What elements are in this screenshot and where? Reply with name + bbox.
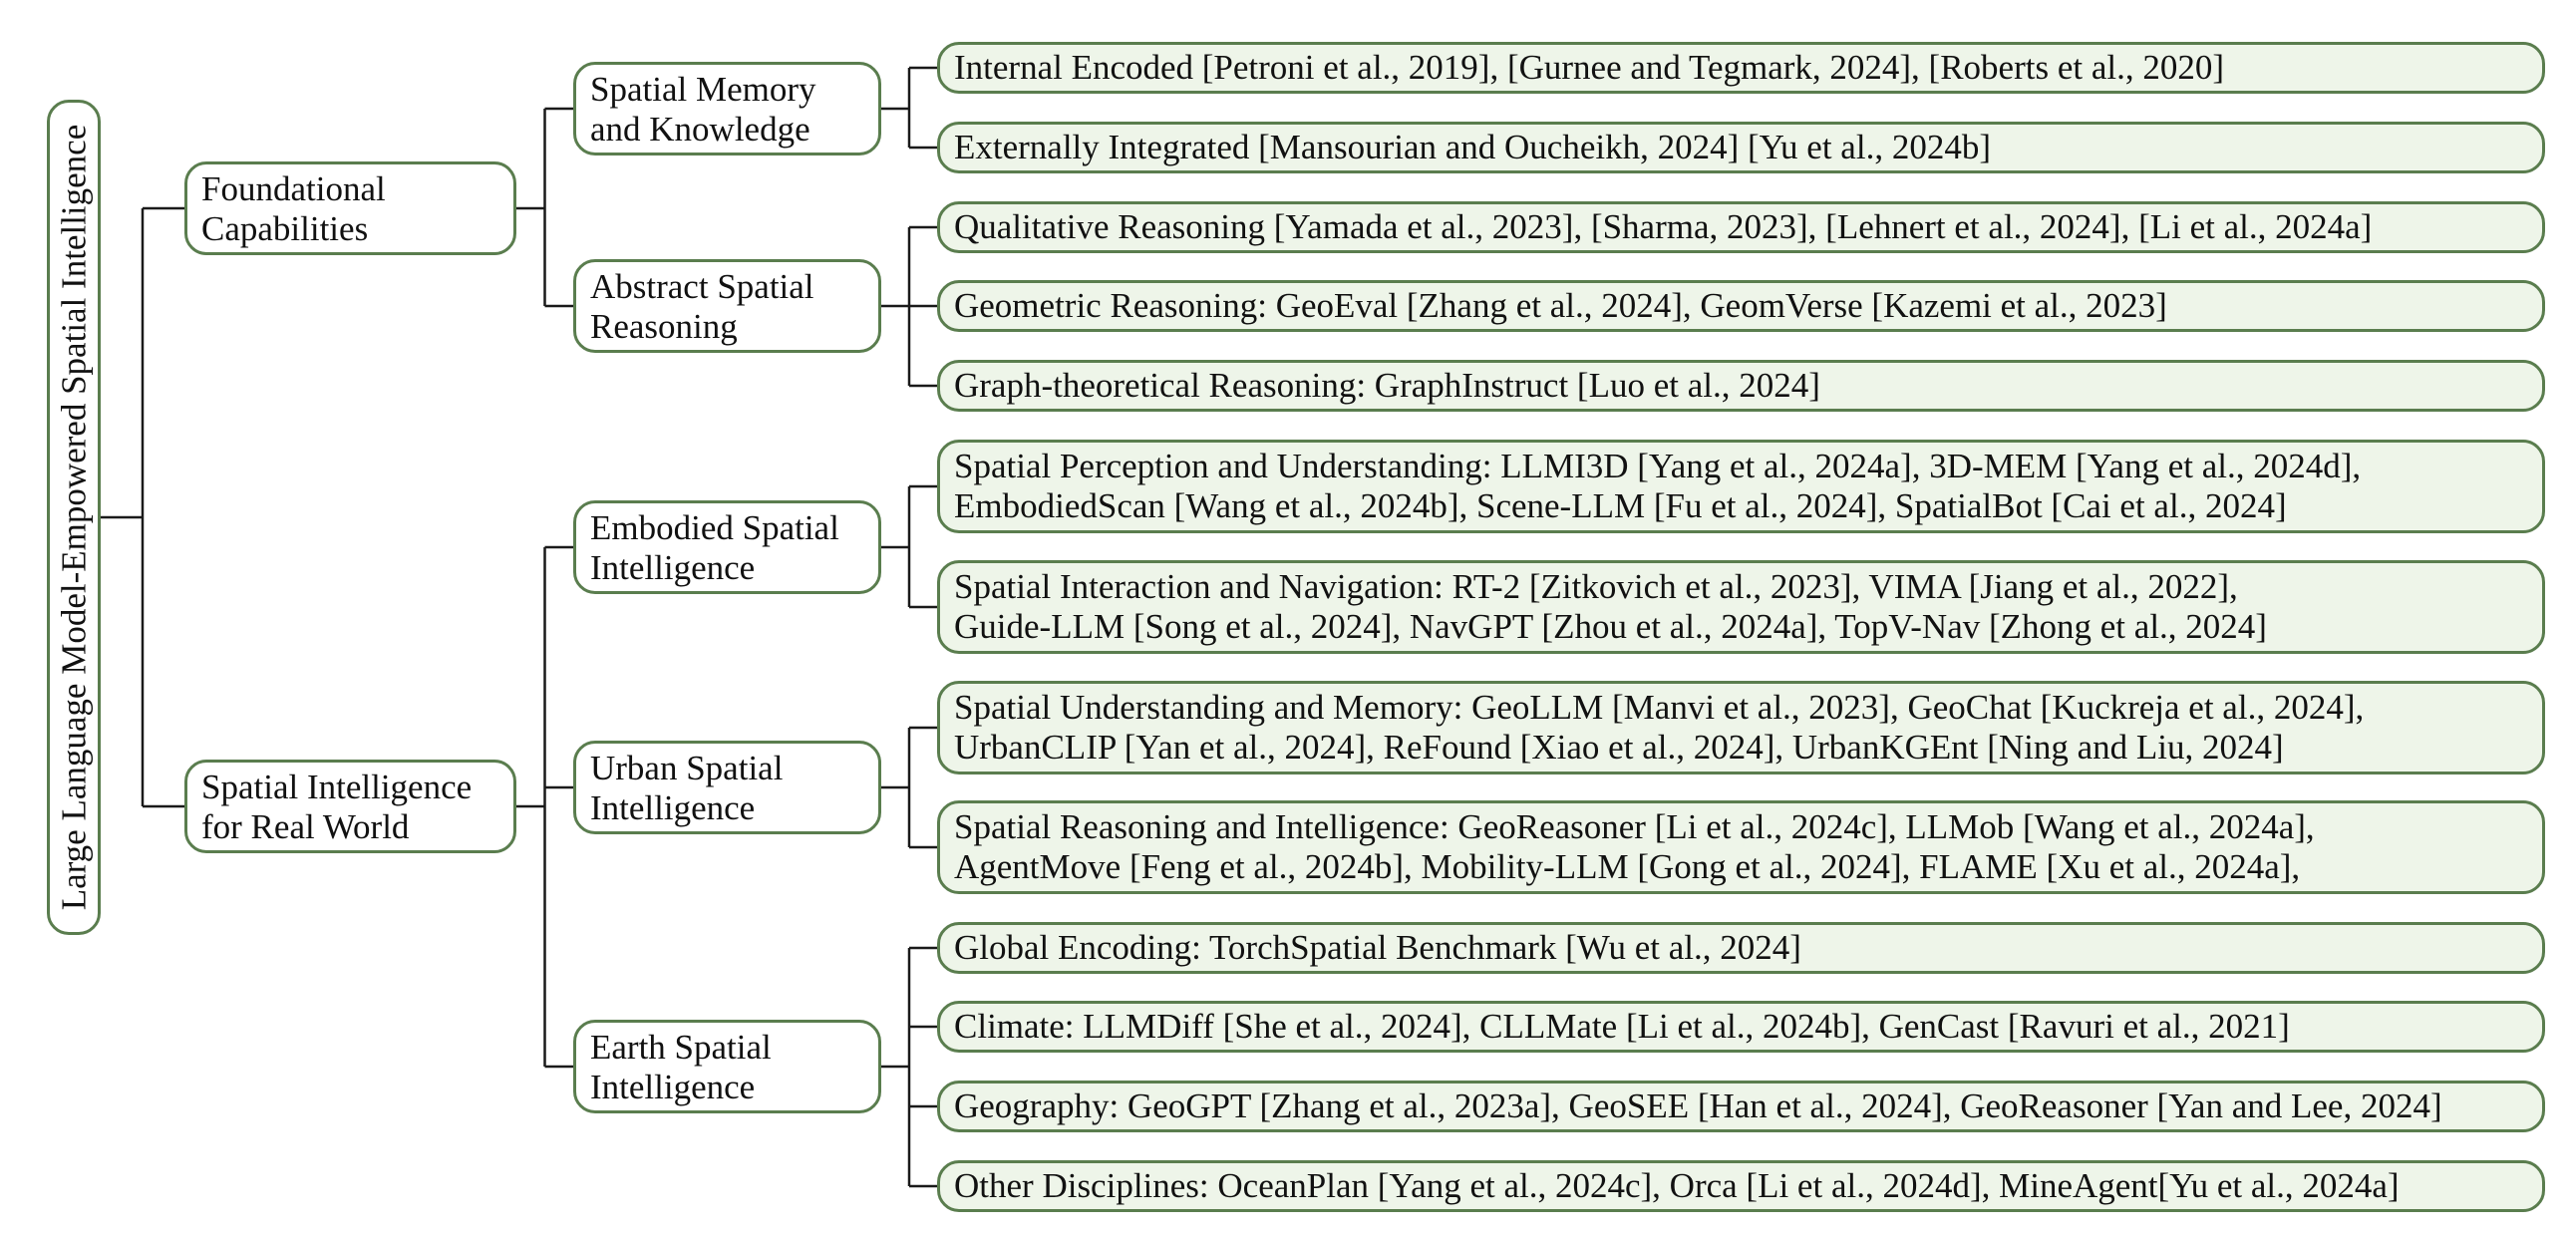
leaf-text-line: Spatial Reasoning and Intelligence: GeoR… [954, 807, 2315, 846]
category-line: for Real World [201, 807, 410, 846]
leaf-qualitative-reasoning: Qualitative Reasoning [Yamada et al., 20… [937, 201, 2545, 253]
leaf-spatial-perception: Spatial Perception and Understanding: LL… [937, 440, 2545, 533]
leaf-climate: Climate: LLMDiff [She et al., 2024], CLL… [937, 1001, 2545, 1053]
leaf-externally-integrated: Externally Integrated [Mansourian and Ou… [937, 122, 2545, 173]
subcategory-line: Earth Spatial [590, 1028, 772, 1067]
subcategory-line: Reasoning [590, 307, 738, 346]
leaf-text: Graph-theoretical Reasoning: GraphInstru… [954, 366, 1820, 405]
leaf-spatial-interaction: Spatial Interaction and Navigation: RT-2… [937, 560, 2545, 654]
root-label: Large Language Model-Empowered Spatial I… [54, 124, 93, 911]
leaf-text: Global Encoding: TorchSpatial Benchmark … [954, 928, 1801, 967]
leaf-spatial-understanding: Spatial Understanding and Memory: GeoLLM… [937, 681, 2545, 774]
leaf-text: Internal Encoded [Petroni et al., 2019],… [954, 48, 2225, 87]
leaf-text-line: UrbanCLIP [Yan et al., 2024], ReFound [X… [954, 728, 2284, 767]
leaf-text: Qualitative Reasoning [Yamada et al., 20… [954, 207, 2373, 246]
leaf-geometric-reasoning: Geometric Reasoning: GeoEval [Zhang et a… [937, 280, 2545, 332]
leaf-graph-reasoning: Graph-theoretical Reasoning: GraphInstru… [937, 360, 2545, 412]
subcategory-node-embodied: Embodied Spatial Intelligence [573, 500, 881, 594]
leaf-geography: Geography: GeoGPT [Zhang et al., 2023a],… [937, 1081, 2545, 1132]
subcategory-line: Spatial Memory [590, 70, 816, 109]
leaf-spatial-reasoning: Spatial Reasoning and Intelligence: GeoR… [937, 800, 2545, 894]
category-node-foundational: Foundational Capabilities [184, 161, 516, 255]
leaf-text-line: Guide-LLM [Song et al., 2024], NavGPT [Z… [954, 607, 2267, 646]
leaf-text: Geometric Reasoning: GeoEval [Zhang et a… [954, 286, 2167, 325]
root-node: Large Language Model-Empowered Spatial I… [47, 100, 101, 935]
subcategory-node-abstract-reasoning: Abstract Spatial Reasoning [573, 259, 881, 353]
category-line: Spatial Intelligence [201, 768, 473, 806]
subcategory-line: Urban Spatial [590, 749, 784, 787]
leaf-text: Climate: LLMDiff [She et al., 2024], CLL… [954, 1007, 2290, 1046]
category-line: Capabilities [201, 209, 369, 248]
category-line: Foundational [201, 169, 386, 208]
subcategory-line: Intelligence [590, 548, 756, 587]
subcategory-line: Embodied Spatial [590, 508, 839, 547]
leaf-other-disciplines: Other Disciplines: OceanPlan [Yang et al… [937, 1160, 2545, 1212]
leaf-global-encoding: Global Encoding: TorchSpatial Benchmark … [937, 922, 2545, 974]
leaf-internal-encoded: Internal Encoded [Petroni et al., 2019],… [937, 42, 2545, 94]
subcategory-line: Abstract Spatial [590, 267, 814, 306]
leaf-text-line: AgentMove [Feng et al., 2024b], Mobility… [954, 847, 2301, 886]
leaf-text: Other Disciplines: OceanPlan [Yang et al… [954, 1166, 2400, 1205]
category-node-real-world: Spatial Intelligence for Real World [184, 760, 516, 853]
leaf-text-line: Spatial Perception and Understanding: LL… [954, 447, 2362, 485]
leaf-text-line: EmbodiedScan [Wang et al., 2024b], Scene… [954, 486, 2287, 525]
leaf-text: Geography: GeoGPT [Zhang et al., 2023a],… [954, 1086, 2442, 1125]
leaf-text: Externally Integrated [Mansourian and Ou… [954, 128, 1991, 166]
leaf-text-line: Spatial Understanding and Memory: GeoLLM… [954, 688, 2365, 727]
subcategory-node-earth: Earth Spatial Intelligence [573, 1020, 881, 1113]
subcategory-line: Intelligence [590, 788, 756, 827]
leaf-text-line: Spatial Interaction and Navigation: RT-2… [954, 567, 2238, 606]
subcategory-node-urban: Urban Spatial Intelligence [573, 741, 881, 834]
subcategory-line: Intelligence [590, 1068, 756, 1106]
subcategory-line: and Knowledge [590, 110, 810, 149]
subcategory-node-spatial-memory: Spatial Memory and Knowledge [573, 62, 881, 155]
